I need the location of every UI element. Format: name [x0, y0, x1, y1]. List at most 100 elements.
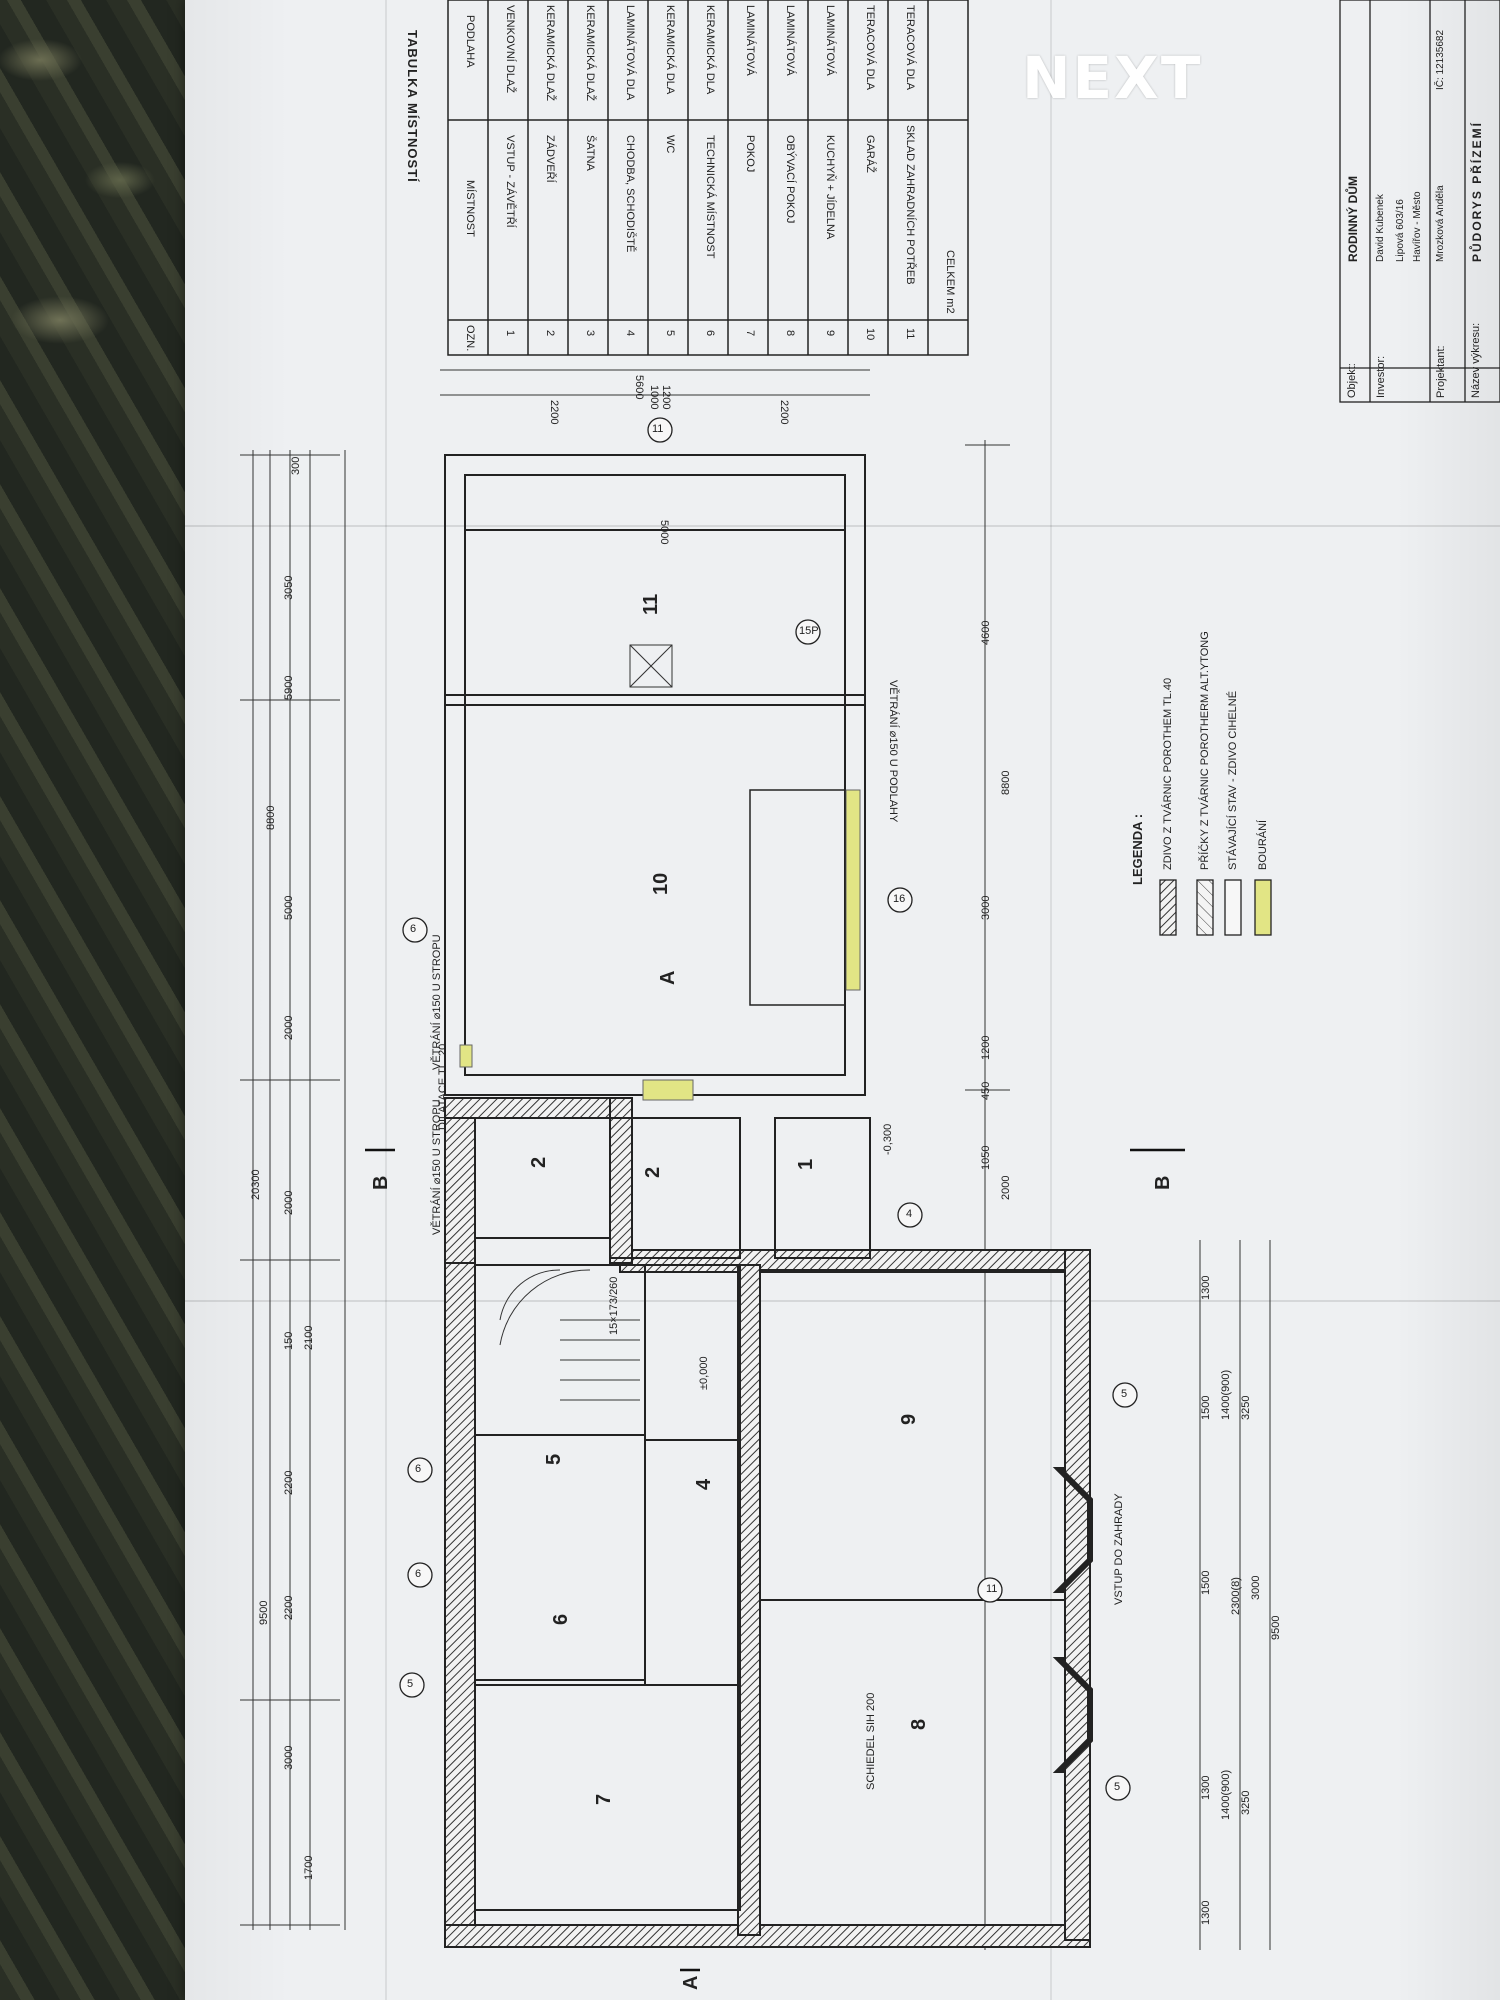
level-mark: ±0,000: [698, 1356, 710, 1390]
room-number: 1: [795, 1158, 817, 1170]
room-number: 6: [550, 1613, 572, 1625]
dim-label: 2100: [303, 1325, 315, 1350]
fold-line: [185, 1300, 1500, 1302]
legend-item: STÁVAJÍCÍ STAV - ZDIVO CIHELNÉ: [1227, 690, 1239, 870]
objekt-value: RODINNÝ DŮM: [1346, 176, 1360, 262]
dim-label: 1400(900): [1220, 1769, 1232, 1820]
dim-label: 1400(900): [1220, 1369, 1232, 1420]
table-row-floor: TERACOVÁ DLA: [864, 5, 876, 90]
dim-label: 150: [283, 1331, 295, 1350]
table-row-id: 2: [544, 330, 556, 337]
dim-label: 1200: [660, 385, 672, 410]
stairs-note: 15×173/260: [608, 1276, 620, 1335]
room-number: 7: [593, 1793, 615, 1805]
dim-label: 5600: [633, 375, 645, 400]
table-row-name: KUCHYŇ + JÍDELNA: [824, 135, 836, 240]
table-row-name: VSTUP - ZÁVĚTŘÍ: [504, 135, 516, 228]
room-number: 5: [543, 1453, 565, 1465]
nazev-value: PŮDORYS PŘÍZEMÍ: [1470, 121, 1484, 262]
table-row-floor: LAMINÁTOVÁ DLA: [624, 5, 636, 101]
dim-label: 2200: [283, 1470, 295, 1495]
dim-label: 300: [290, 456, 302, 475]
table-total-label: CELKEM m2: [944, 250, 956, 314]
dim-label: 2200: [283, 1595, 295, 1620]
dim-label: 1050: [980, 1145, 992, 1170]
dim-label: 3250: [1240, 1790, 1252, 1815]
table-row-floor: LAMINÁTOVÁ: [824, 5, 836, 76]
dim-label: 2200: [778, 400, 790, 425]
table-row-id: 1: [504, 330, 516, 337]
axis-mark: 6: [415, 1568, 422, 1580]
table-header-room: MÍSTNOST: [464, 180, 476, 237]
dim-label: 1300: [1200, 1275, 1212, 1300]
axis-mark: 6: [410, 923, 417, 935]
fold-line: [385, 0, 387, 2000]
table-row-id: 10: [864, 328, 876, 341]
table-row-name: SKLAD ZAHRADNÍCH POTŘEB: [904, 125, 916, 285]
axis-mark: 11: [986, 1583, 998, 1595]
room-number: 8: [908, 1718, 930, 1730]
table-row-id: 6: [704, 330, 716, 337]
section-mark-b: B: [370, 1175, 392, 1190]
room-number: 9: [898, 1413, 920, 1425]
table-row-name: ŠATNA: [584, 135, 596, 171]
investor-name: David Kubenek: [1375, 194, 1386, 262]
dim-label: 5000: [283, 895, 295, 920]
fold-line: [1050, 0, 1052, 2000]
dim-label: 5900: [283, 675, 295, 700]
dim-label: 3000: [1250, 1575, 1262, 1600]
table-row-floor: KERAMICKÁ DLA: [664, 5, 676, 95]
room-table-title: TABULKA MÍSTNOSTÍ: [405, 30, 420, 183]
axis-mark: 15P: [799, 625, 819, 637]
axis-mark: 5: [407, 1678, 414, 1690]
dim-label: 2000: [283, 1015, 295, 1040]
investor-label: Investor:: [1375, 355, 1387, 398]
dim-label: 2000: [1000, 1175, 1012, 1200]
table-row-floor: LAMINÁTOVÁ: [744, 5, 756, 76]
table-row-floor: LAMINÁTOVÁ: [784, 5, 796, 76]
table-row-id: 9: [824, 330, 836, 337]
dim-label: 9500: [1270, 1615, 1282, 1640]
table-row-id: 11: [904, 328, 916, 340]
next-logo: NEXT: [1022, 44, 1203, 112]
axis-mark: 16: [893, 893, 906, 905]
dim-label: 450: [980, 1081, 992, 1100]
table-row-name: GARÁŽ: [864, 135, 876, 173]
room-number: 11: [640, 593, 662, 615]
legend-item: BOURÁNÍ: [1257, 819, 1269, 870]
dim-label: 8800: [265, 805, 277, 830]
dim-label: 4600: [980, 620, 992, 645]
table-row-floor: KERAMICKÁ DLA: [704, 5, 716, 95]
table-row-id: 5: [664, 330, 676, 337]
room-number: 2: [642, 1166, 664, 1178]
table-row-id: 4: [624, 330, 636, 337]
section-mark-b: B: [1152, 1175, 1174, 1190]
drawing-sheet: [185, 0, 1500, 2000]
axis-mark: 11: [652, 423, 664, 435]
garden-entry-note: VSTUP DO ZAHRADY: [1113, 1493, 1125, 1605]
table-header-id: OZN.: [464, 325, 476, 352]
dim-label: 1700: [303, 1855, 315, 1880]
dim-label: 3250: [1240, 1395, 1252, 1420]
chimney-note: SCHIEDEL SIH 200: [865, 1692, 877, 1790]
table-row-id: 3: [584, 330, 596, 337]
projektant-label: Projektant:: [1435, 345, 1447, 398]
dim-label: 5000: [658, 520, 670, 545]
objekt-label: Objekt:: [1346, 363, 1358, 398]
dim-label: 2300(8): [1230, 1577, 1242, 1615]
axis-mark: 6: [415, 1463, 422, 1475]
dim-label: 1300: [1200, 1775, 1212, 1800]
dim-label: 2200: [548, 400, 560, 425]
legend-title: LEGENDA :: [1130, 813, 1145, 885]
investor-city: Havířov - Město: [1412, 191, 1423, 262]
table-row-floor: TERACOVÁ DLA: [904, 5, 916, 90]
section-mark-a: A: [657, 970, 679, 985]
dim-label: 1500: [1200, 1395, 1212, 1420]
nazev-label: Název výkresu:: [1470, 322, 1482, 398]
legend-item: PŘÍČKY Z TVÁRNIC POROTHERM ALT.YTONG: [1199, 631, 1211, 870]
dim-label: 1500: [1200, 1570, 1212, 1595]
table-row-floor: KERAMICKÁ DLAŽ: [544, 5, 556, 101]
level-mark: -0,300: [882, 1123, 894, 1155]
table-row-name: CHODBA, SCHODIŠTĚ: [624, 135, 636, 253]
